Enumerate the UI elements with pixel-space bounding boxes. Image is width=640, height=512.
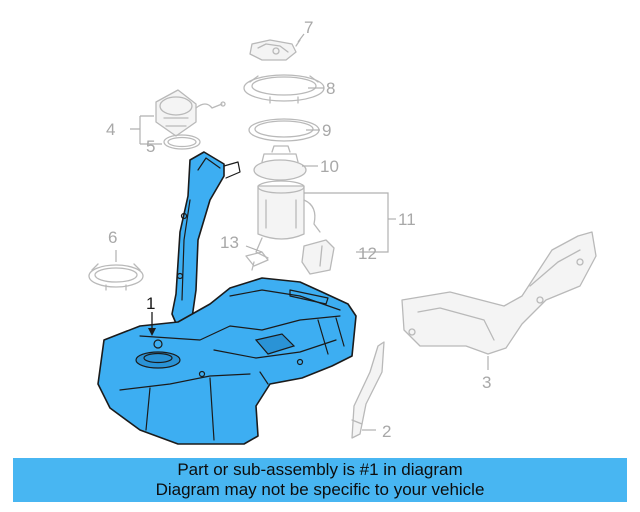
part-2-strap (351, 341, 385, 439)
part-5-o-ring (163, 134, 201, 150)
callout-11: 11 (398, 210, 416, 229)
callout-10: 10 (320, 157, 339, 176)
info-banner: Part or sub-assembly is #1 in diagram Di… (13, 458, 627, 502)
part-12-bracket (301, 239, 335, 275)
part-3-heat-shield (401, 231, 597, 370)
callout-1: 1 (146, 294, 155, 313)
part-10-module-flange (253, 145, 318, 181)
part-9-seal-ring (248, 118, 320, 142)
callout-2: 2 (382, 422, 391, 441)
part-11-pump-module (255, 180, 396, 259)
banner-line-2: Diagram may not be specific to your vehi… (155, 480, 485, 499)
part-7-connector (249, 33, 305, 61)
part-6-lock-ring (88, 250, 144, 291)
callout-6: 6 (108, 228, 117, 247)
parts-diagram: 1 2 3 4 5 6 7 8 9 10 11 12 13 (88, 18, 597, 445)
part-13-fitting (245, 245, 269, 271)
callout-7: 7 (304, 18, 313, 37)
part-8-lock-ring (243, 74, 325, 104)
banner-line-1: Part or sub-assembly is #1 in diagram (177, 460, 463, 479)
part-1-fuel-tank (97, 151, 357, 445)
callout-3: 3 (482, 373, 491, 392)
callout-12: 12 (358, 244, 377, 263)
callout-4: 4 (106, 120, 115, 139)
part-4-filler-cap (155, 89, 226, 137)
callout-5: 5 (146, 137, 155, 156)
callout-9: 9 (322, 121, 331, 140)
callout-8: 8 (326, 79, 335, 98)
callout-13: 13 (220, 233, 239, 252)
